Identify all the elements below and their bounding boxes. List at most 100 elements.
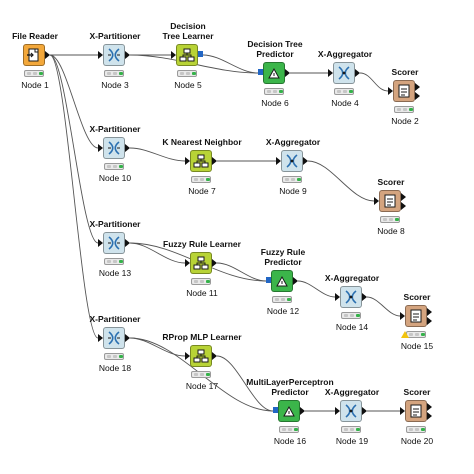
node-id-label: Node 3 xyxy=(101,80,129,90)
data-output-port[interactable] xyxy=(427,308,432,316)
node-name-label: X-Partitioner xyxy=(89,31,141,41)
data-input-port[interactable] xyxy=(400,407,405,415)
node-name-label: X-Partitioner xyxy=(89,124,141,134)
x-partitioner-icon[interactable] xyxy=(103,232,125,254)
data-output-port[interactable] xyxy=(415,83,420,91)
data-input-port[interactable] xyxy=(374,197,379,205)
node-name-label: X-Aggregator xyxy=(324,273,380,283)
data-output-port[interactable] xyxy=(427,317,432,325)
data-output-port[interactable] xyxy=(125,51,130,59)
data-input-port[interactable] xyxy=(335,293,340,301)
x-aggregator-icon[interactable] xyxy=(340,400,362,422)
decision-tree-predictor-icon[interactable] xyxy=(263,62,285,84)
x-aggregator-icon[interactable] xyxy=(281,150,303,172)
node-name-label: X-Partitioner xyxy=(89,314,141,324)
connection-n11-n12[interactable] xyxy=(216,262,267,282)
data-input-port[interactable] xyxy=(98,334,103,342)
data-input-port[interactable] xyxy=(98,51,103,59)
connection-n12-n14[interactable] xyxy=(297,280,336,298)
node-status-traffic-light xyxy=(341,312,361,319)
model-input-port[interactable] xyxy=(273,407,278,413)
data-output-port[interactable] xyxy=(303,157,308,165)
node-id-label: Node 10 xyxy=(98,173,132,183)
data-output-port[interactable] xyxy=(125,144,130,152)
k-nearest-neighbor-icon[interactable] xyxy=(190,150,212,172)
x-partitioner-icon[interactable] xyxy=(103,44,125,66)
connection-n5-n6[interactable] xyxy=(202,54,259,74)
node-id-label: Node 1 xyxy=(21,80,49,90)
node-name-label: X-Partitioner xyxy=(89,219,141,229)
data-input-port[interactable] xyxy=(388,87,393,95)
connection-n1-n18[interactable] xyxy=(49,54,99,339)
x-partitioner-icon[interactable] xyxy=(103,327,125,349)
data-output-port[interactable] xyxy=(212,259,217,267)
data-output-port[interactable] xyxy=(300,407,305,415)
x-aggregator-icon[interactable] xyxy=(340,286,362,308)
node-status-traffic-light xyxy=(24,70,44,77)
scorer-icon[interactable] xyxy=(405,400,427,422)
data-input-port[interactable] xyxy=(171,51,176,59)
data-output-port[interactable] xyxy=(45,51,50,59)
data-input-port[interactable] xyxy=(98,239,103,247)
data-input-port[interactable] xyxy=(400,312,405,320)
connection-n4-n2[interactable] xyxy=(359,72,389,92)
data-output-port[interactable] xyxy=(362,293,367,301)
node-id-label: Node 19 xyxy=(335,436,369,446)
file-reader-icon[interactable] xyxy=(23,44,45,66)
node-status-traffic-light xyxy=(264,88,284,95)
rprop-mlp-learner-icon[interactable] xyxy=(190,345,212,367)
data-output-port[interactable] xyxy=(362,407,367,415)
node-status-traffic-light xyxy=(104,70,124,77)
model-output-port[interactable] xyxy=(198,51,203,57)
data-output-port[interactable] xyxy=(212,352,217,360)
data-output-port[interactable] xyxy=(285,69,290,77)
node-name-label: Scorer xyxy=(403,292,431,302)
decision-tree-learner-icon[interactable] xyxy=(176,44,198,66)
x-aggregator-icon[interactable] xyxy=(333,62,355,84)
connection-n14-n15[interactable] xyxy=(366,296,401,317)
data-output-port[interactable] xyxy=(212,157,217,165)
fuzzy-rule-learner-icon[interactable] xyxy=(190,252,212,274)
scorer-icon[interactable] xyxy=(393,80,415,102)
node-name-label: X-Aggregator xyxy=(265,137,321,147)
data-input-port[interactable] xyxy=(98,144,103,152)
data-input-port[interactable] xyxy=(185,259,190,267)
data-input-port[interactable] xyxy=(328,69,333,77)
data-output-port[interactable] xyxy=(125,239,130,247)
data-input-port[interactable] xyxy=(185,352,190,360)
scorer-icon[interactable] xyxy=(405,305,427,327)
connection-n10-n7[interactable] xyxy=(129,147,186,162)
node-name-label: X-Aggregator xyxy=(317,49,373,59)
data-output-port[interactable] xyxy=(293,277,298,285)
data-input-port[interactable] xyxy=(185,157,190,165)
data-output-port[interactable] xyxy=(401,202,406,210)
fuzzy-rule-predictor-icon[interactable] xyxy=(271,270,293,292)
model-input-port[interactable] xyxy=(258,69,263,75)
connection-n1-n10[interactable] xyxy=(49,54,99,149)
data-output-port[interactable] xyxy=(427,412,432,420)
node-name-label: File Reader xyxy=(12,31,58,41)
data-input-port[interactable] xyxy=(335,407,340,415)
connection-n9-n8[interactable] xyxy=(307,160,375,202)
node-id-label: Node 18 xyxy=(98,363,132,373)
data-output-port[interactable] xyxy=(125,334,130,342)
model-input-port[interactable] xyxy=(266,277,271,283)
data-output-port[interactable] xyxy=(401,193,406,201)
x-partitioner-icon[interactable] xyxy=(103,137,125,159)
connection-n17-n16[interactable] xyxy=(216,355,274,412)
data-input-port[interactable] xyxy=(276,157,281,165)
connection-n1-n13[interactable] xyxy=(49,54,99,244)
node-id-label: Node 12 xyxy=(266,306,300,316)
data-output-port[interactable] xyxy=(427,403,432,411)
node-id-label: Node 8 xyxy=(377,226,405,236)
mlp-predictor-icon[interactable] xyxy=(278,400,300,422)
data-output-port[interactable] xyxy=(355,69,360,77)
node-id-label: Node 13 xyxy=(98,268,132,278)
data-output-port[interactable] xyxy=(415,92,420,100)
scorer-icon[interactable] xyxy=(379,190,401,212)
node-id-label: Node 14 xyxy=(335,322,369,332)
node-status-traffic-light xyxy=(334,88,354,95)
